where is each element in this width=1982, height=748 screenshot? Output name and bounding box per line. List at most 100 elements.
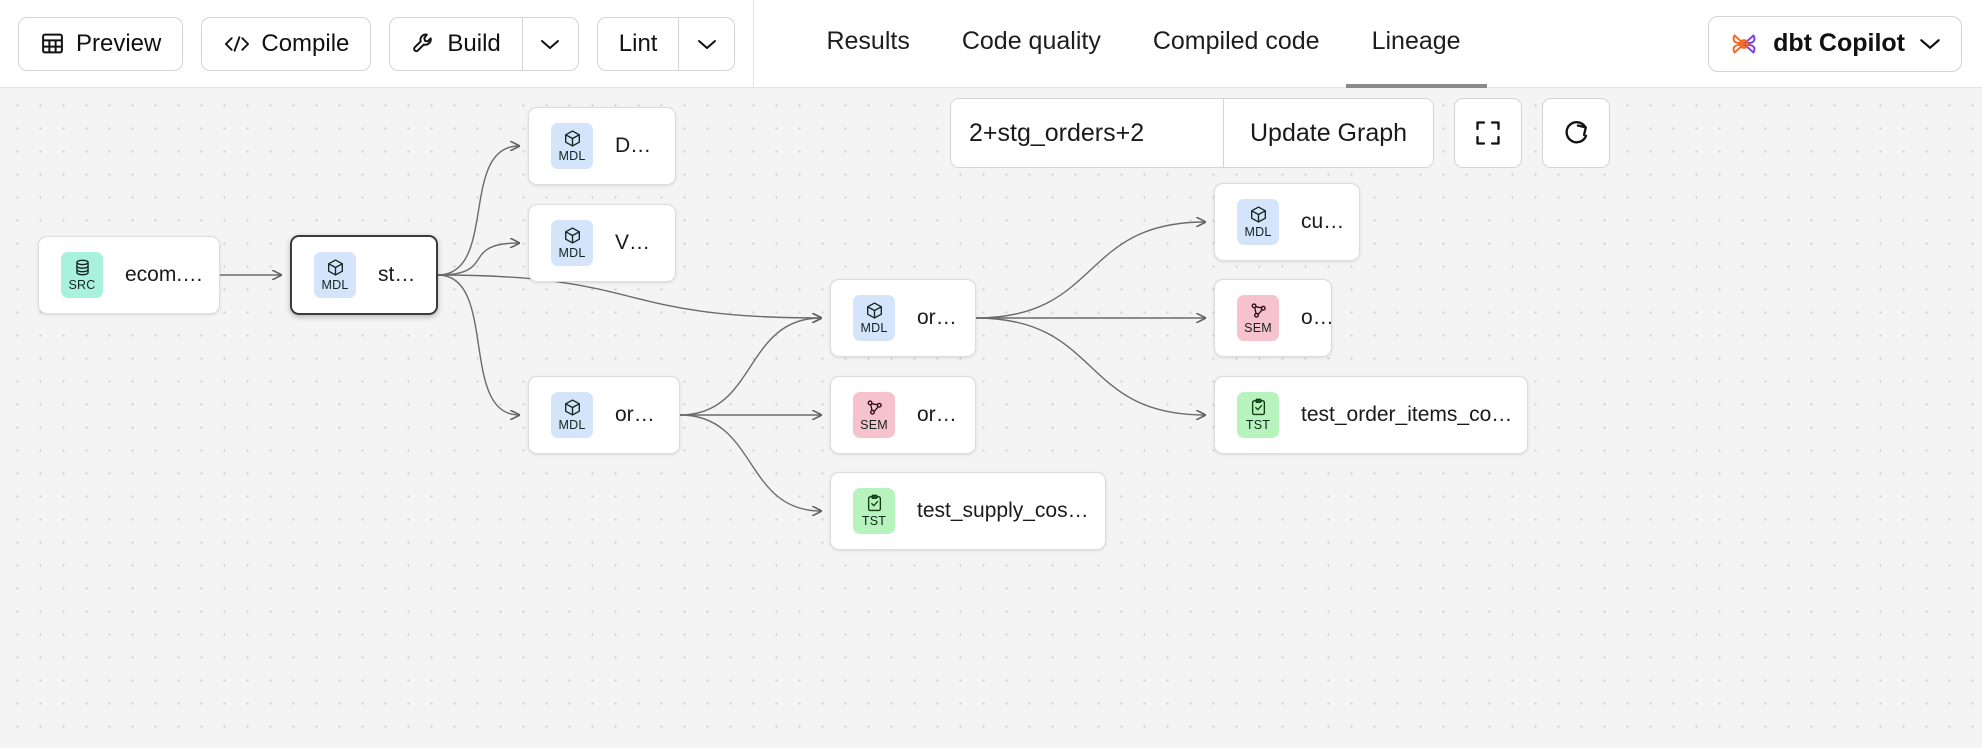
lineage-node-ve_demo[interactable]: MDL VE_Demo — [528, 204, 676, 282]
lineage-node-stg_orders[interactable]: MDL stg_orders — [290, 235, 438, 315]
tab-results[interactable]: Results — [800, 0, 935, 88]
tst-glyph-icon — [1249, 398, 1268, 417]
node-kind-label: MDL — [558, 149, 586, 163]
tab-code-quality[interactable]: Code quality — [936, 0, 1127, 88]
lineage-node-label: test_order_items_compute_to_bools_c… — [1301, 403, 1527, 426]
lineage-node-order_items[interactable]: MDL order_items — [528, 376, 680, 454]
lineage-edge-orders_mdl-to-test_order_items — [975, 317, 1205, 415]
lineage-node-test_order_items[interactable]: TST test_order_items_compute_to_bools_c… — [1214, 376, 1528, 454]
chevron-down-icon — [540, 38, 560, 50]
lineage-node-orders_sem[interactable]: SEM orders — [1214, 279, 1332, 357]
lineage-node-label: order_item — [917, 403, 975, 426]
src-badge-icon: SRC — [61, 252, 103, 298]
selector-group: Update Graph — [950, 98, 1435, 168]
lineage-edge-stg_orders-to-demo — [437, 146, 519, 276]
sem-glyph-icon — [865, 398, 884, 417]
node-kind-label: MDL — [860, 321, 888, 335]
mdl-badge-icon: MDL — [551, 220, 593, 266]
tab-lineage[interactable]: Lineage — [1345, 0, 1487, 88]
compile-button[interactable]: Compile — [201, 16, 372, 71]
build-button[interactable]: Build — [390, 18, 521, 70]
node-kind-label: MDL — [321, 278, 349, 292]
node-kind-label: SRC — [68, 278, 96, 292]
lineage-node-label: orders — [917, 306, 975, 329]
preview-button[interactable]: Preview — [18, 16, 184, 71]
tab-lineage-label: Lineage — [1371, 27, 1461, 55]
mdl-glyph-icon — [563, 129, 582, 148]
mdl-glyph-icon — [563, 398, 582, 417]
tst-glyph-icon — [865, 494, 884, 513]
build-split-button: Build — [389, 16, 579, 71]
lineage-canvas[interactable]: SRCecom.raw_ordersMDLstg_ordersMDLDemoMD… — [0, 88, 1982, 748]
sem-glyph-icon — [1249, 301, 1268, 320]
chevron-down-icon — [1919, 37, 1941, 50]
lineage-edge-stg_orders-to-order_items — [437, 274, 519, 415]
lineage-node-label: customers — [1301, 210, 1359, 233]
lineage-node-label: VE_Demo — [615, 231, 675, 254]
build-dropdown-toggle[interactable] — [521, 17, 578, 70]
mdl-glyph-icon — [563, 226, 582, 245]
node-kind-label: SEM — [1244, 321, 1272, 335]
lineage-node-label: order_items — [615, 403, 679, 426]
lineage-edge-orders_mdl-to-customers — [975, 222, 1205, 319]
mdl-glyph-icon — [326, 258, 345, 277]
dbt-selector-input[interactable] — [951, 99, 1223, 167]
node-kind-label: SEM — [860, 418, 888, 432]
lint-split-button: Lint — [596, 16, 736, 71]
mdl-glyph-icon — [865, 301, 884, 320]
header-right: dbt Copilot — [1708, 15, 1982, 72]
mdl-badge-icon: MDL — [1237, 199, 1279, 245]
preview-label: Preview — [76, 29, 162, 57]
fullscreen-button[interactable] — [1454, 98, 1523, 168]
lineage-node-order_item_sem[interactable]: SEM order_item — [830, 376, 976, 454]
refresh-button[interactable] — [1542, 98, 1611, 168]
editor-header: Preview Compile Build — [0, 0, 1982, 88]
graph-controls: Update Graph — [950, 98, 1611, 168]
tst-badge-icon: TST — [853, 488, 895, 534]
chevron-down-icon — [697, 38, 717, 50]
tab-compiled-code-label: Compiled code — [1152, 27, 1320, 55]
build-label: Build — [447, 29, 501, 57]
sem-badge-icon: SEM — [1237, 295, 1279, 341]
node-kind-label: MDL — [1244, 225, 1272, 239]
code-brackets-icon — [223, 33, 250, 55]
node-kind-label: TST — [1245, 418, 1271, 432]
lineage-edges — [219, 88, 1982, 748]
compile-label: Compile — [261, 29, 350, 57]
lineage-node-label: orders — [1301, 306, 1331, 329]
lineage-edge-order_items-to-test_supply — [679, 414, 821, 511]
lineage-node-demo[interactable]: MDL Demo — [528, 107, 676, 185]
table-icon — [40, 31, 65, 56]
dbt-copilot-label: dbt Copilot — [1773, 29, 1905, 57]
tst-badge-icon: TST — [1237, 392, 1279, 438]
lint-dropdown-toggle[interactable] — [678, 17, 734, 70]
lineage-node-customers[interactable]: MDL customers — [1214, 183, 1360, 261]
lineage-node-label: test_supply_costs_sum_correctly — [917, 499, 1105, 522]
dbt-copilot-icon — [1729, 29, 1759, 59]
mdl-badge-icon: MDL — [853, 295, 895, 341]
fullscreen-icon — [1474, 119, 1502, 147]
tab-compiled-code[interactable]: Compiled code — [1127, 0, 1346, 88]
mdl-glyph-icon — [1249, 205, 1268, 224]
mdl-badge-icon: MDL — [551, 123, 593, 169]
mdl-badge-icon: MDL — [314, 252, 356, 298]
src-glyph-icon — [73, 258, 92, 277]
node-kind-label: TST — [861, 514, 887, 528]
result-pane-tabs: Results Code quality Compiled code Linea… — [754, 0, 1487, 88]
update-graph-button[interactable]: Update Graph — [1223, 99, 1434, 167]
editor-toolbar: Preview Compile Build — [0, 0, 736, 88]
lineage-node-orders_mdl[interactable]: MDL orders — [830, 279, 976, 357]
node-kind-label: MDL — [558, 418, 586, 432]
lint-button[interactable]: Lint — [598, 18, 679, 70]
lint-label: Lint — [618, 29, 658, 57]
sem-badge-icon: SEM — [853, 392, 895, 438]
lineage-node-test_supply[interactable]: TST test_supply_costs_sum_correctly — [830, 472, 1106, 550]
dbt-copilot-button[interactable]: dbt Copilot — [1708, 15, 1962, 72]
node-kind-label: MDL — [558, 246, 586, 260]
lineage-edge-order_items-to-orders_mdl — [679, 318, 821, 416]
refresh-icon — [1562, 119, 1590, 147]
tab-code-quality-label: Code quality — [961, 27, 1101, 55]
lineage-node-label: stg_orders — [378, 263, 436, 286]
lineage-node-label: Demo — [615, 134, 672, 157]
